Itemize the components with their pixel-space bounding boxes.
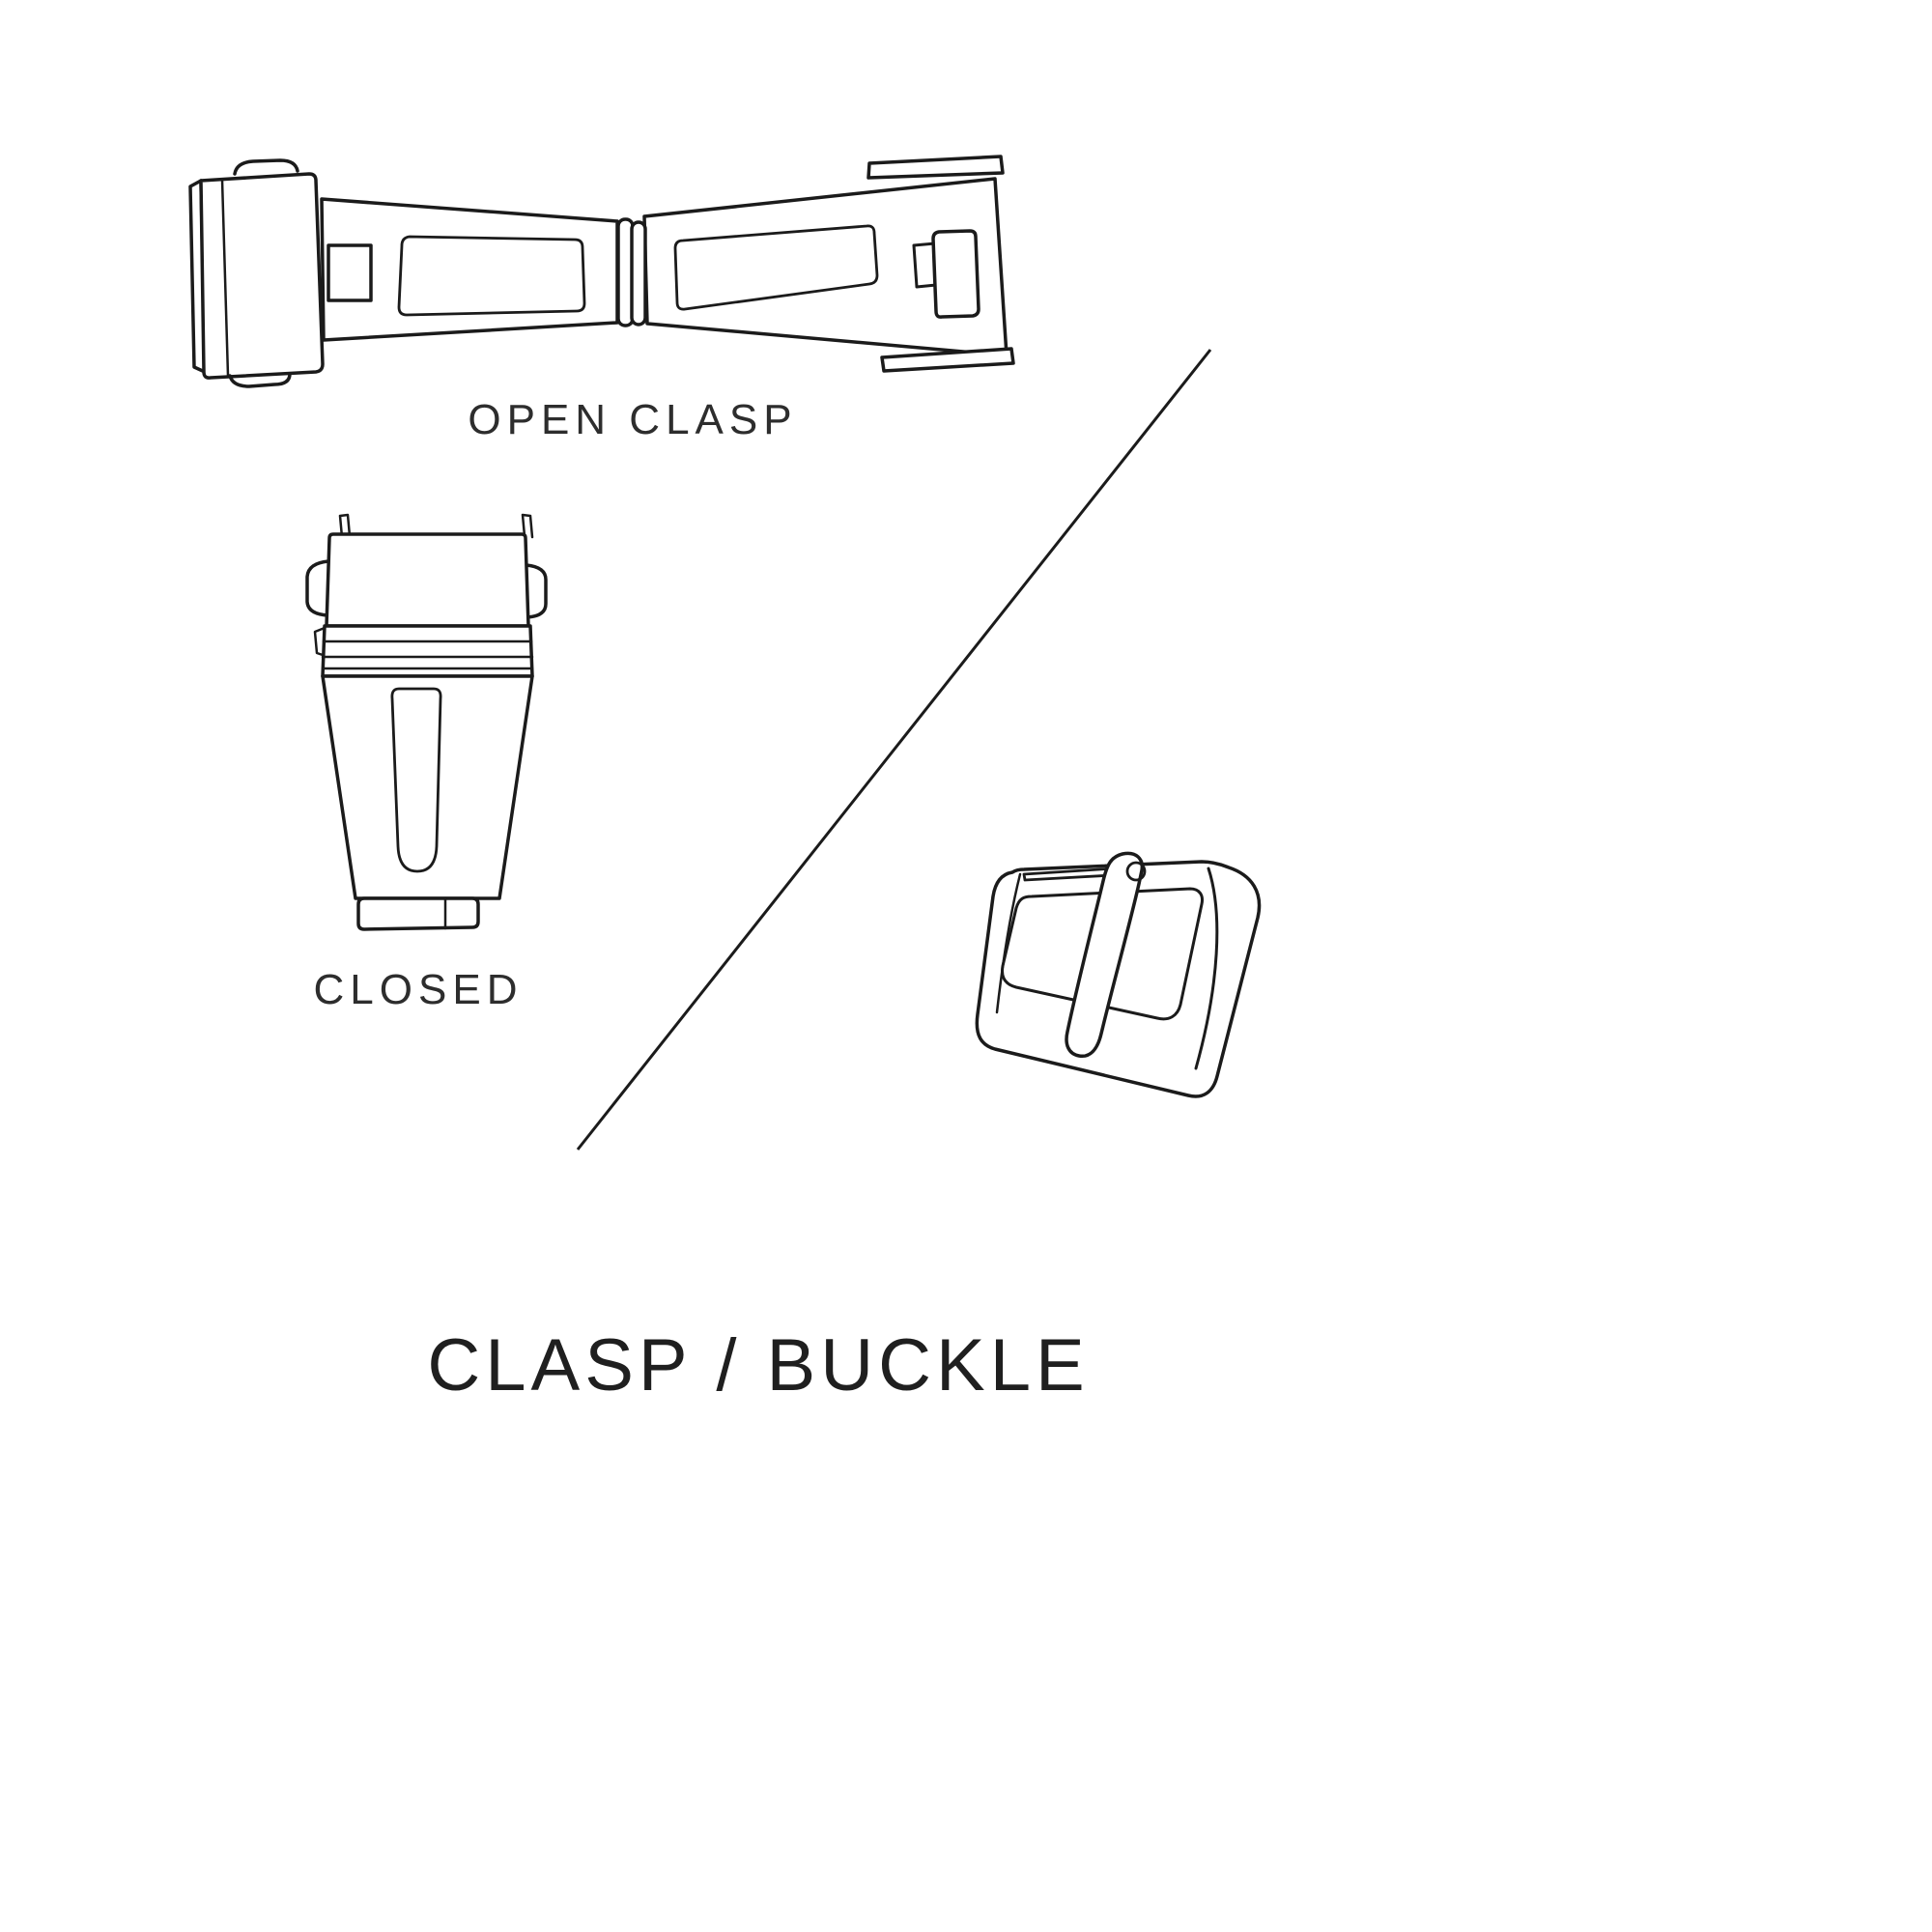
diagram-title: CLASP / BUCKLE: [427, 1324, 1090, 1406]
closed-label: CLOSED: [313, 966, 524, 1013]
closed-clasp-illustration: [305, 513, 548, 931]
divider-line: [576, 349, 1212, 1151]
buckle-illustration: [975, 851, 1262, 1098]
open-clasp-label: OPEN CLASP: [468, 396, 798, 443]
open-clasp-illustration: [188, 155, 1015, 388]
